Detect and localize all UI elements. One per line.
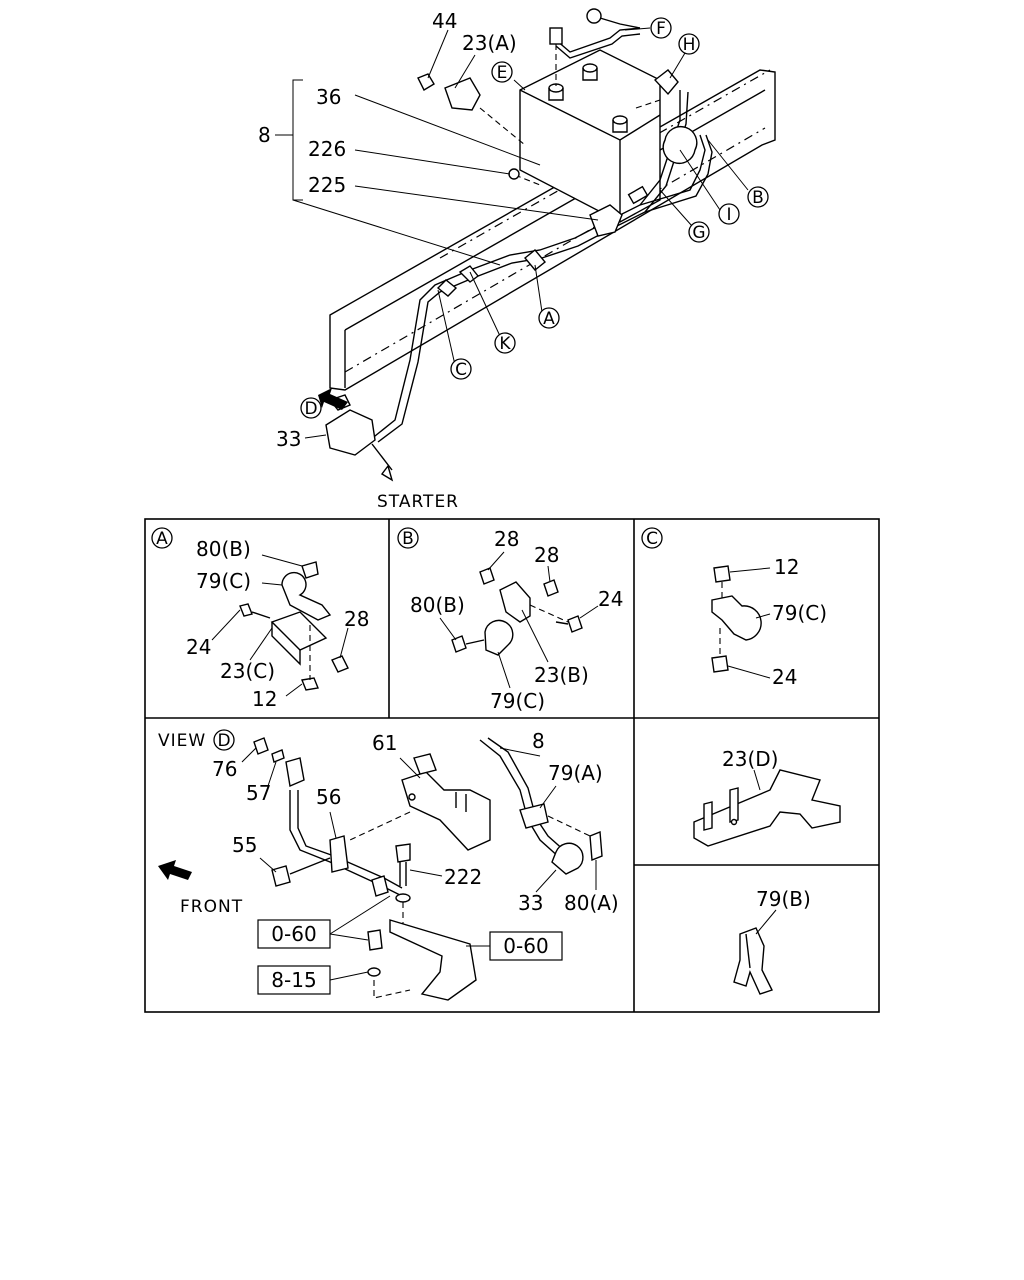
- panel-b-title: B: [397, 527, 419, 549]
- panel-a-title: A: [151, 527, 173, 549]
- label-76: 76: [212, 757, 237, 781]
- label-23d: 23(D): [722, 747, 778, 771]
- svg-text:8-15: 8-15: [271, 968, 316, 992]
- callout-i: I: [718, 203, 740, 225]
- detail-panel-79b: 79(B): [733, 887, 811, 995]
- svg-text:A: A: [543, 309, 555, 329]
- label-8: 8: [258, 123, 271, 147]
- label-225: 225: [308, 173, 346, 197]
- callout-e: E: [491, 61, 513, 83]
- ref-box-0-60-left: 0-60: [257, 919, 331, 949]
- group-bracket: [292, 79, 303, 201]
- label-23b: 23(B): [534, 663, 589, 687]
- view-d-ref: D: [213, 729, 235, 751]
- svg-text:D: D: [304, 399, 317, 419]
- callout-a: A: [538, 307, 560, 329]
- label-23a: 23(A): [462, 31, 517, 55]
- svg-text:B: B: [402, 529, 414, 549]
- callout-c: C: [450, 358, 472, 380]
- label-33: 33: [518, 891, 543, 915]
- svg-text:F: F: [656, 19, 666, 39]
- callout-b: B: [747, 186, 769, 208]
- callout-k: K: [494, 332, 516, 354]
- callout-g: G: [688, 221, 710, 243]
- svg-text:G: G: [692, 223, 705, 243]
- label-24: 24: [598, 587, 623, 611]
- svg-text:A: A: [156, 529, 168, 549]
- label-57: 57: [246, 781, 271, 805]
- detail-panel-23d: 23(D): [693, 747, 841, 847]
- callout-d: D: [300, 397, 322, 419]
- svg-text:K: K: [499, 334, 511, 354]
- label-12: 12: [252, 687, 277, 711]
- battery-cable-top: [555, 27, 641, 53]
- label-79c: 79(C): [772, 601, 827, 625]
- callout-h: H: [678, 33, 700, 55]
- front-arrow: [158, 860, 192, 880]
- label-23c: 23(C): [220, 659, 275, 683]
- label-33: 33: [276, 427, 301, 451]
- label-8: 8: [532, 729, 545, 753]
- detail-panel-c: C 12 79(C) 24: [641, 527, 827, 689]
- label-starter: STARTER: [377, 492, 459, 512]
- svg-text:0-60: 0-60: [271, 922, 316, 946]
- detail-panel-a: A 80(B) 79(C) 24 28 23(C) 12: [151, 527, 369, 711]
- label-12: 12: [774, 555, 799, 579]
- label-28-b: 28: [534, 543, 559, 567]
- label-79b: 79(B): [756, 887, 811, 911]
- label-24: 24: [772, 665, 797, 689]
- label-79c: 79(C): [196, 569, 251, 593]
- front-label: FRONT: [180, 897, 243, 917]
- wire-harness: [369, 69, 713, 443]
- svg-text:0-60: 0-60: [503, 934, 548, 958]
- detail-grid: [144, 518, 880, 1013]
- label-222: 222: [444, 865, 482, 889]
- label-80b: 80(B): [410, 593, 465, 617]
- label-36: 36: [316, 85, 341, 109]
- svg-text:B: B: [752, 188, 764, 208]
- label-55: 55: [232, 833, 257, 857]
- ref-box-8-15: 8-15: [257, 965, 331, 995]
- svg-text:C: C: [646, 529, 658, 549]
- panel-c-title: C: [641, 527, 663, 549]
- battery-box: [519, 49, 661, 223]
- starter-cover: [325, 409, 376, 456]
- label-24: 24: [186, 635, 211, 659]
- label-79c: 79(C): [490, 689, 545, 713]
- view-label: VIEW: [158, 731, 206, 751]
- svg-text:C: C: [455, 360, 467, 380]
- main-assembly: 44 23(A) 36 8 226 225 33 STARTER E F H B…: [258, 8, 776, 512]
- svg-text:D: D: [217, 731, 230, 751]
- label-80a: 80(A): [564, 891, 619, 915]
- label-226: 226: [308, 137, 346, 161]
- label-61: 61: [372, 731, 397, 755]
- detail-panel-view-d: VIEW D 76 57: [158, 729, 619, 1001]
- label-80b: 80(B): [196, 537, 251, 561]
- view-d-arrow: [318, 388, 348, 410]
- ref-box-0-60-right: 0-60: [489, 931, 563, 961]
- label-28: 28: [344, 607, 369, 631]
- label-79a: 79(A): [548, 761, 603, 785]
- svg-text:H: H: [683, 35, 696, 55]
- label-56: 56: [316, 785, 341, 809]
- svg-text:E: E: [497, 63, 508, 83]
- callout-f: F: [650, 17, 672, 39]
- detail-panel-b: B 28 28 80(B) 24 23(B) 79(C): [397, 527, 623, 713]
- label-44: 44: [432, 9, 457, 33]
- svg-text:I: I: [726, 205, 731, 225]
- label-28-a: 28: [494, 527, 519, 551]
